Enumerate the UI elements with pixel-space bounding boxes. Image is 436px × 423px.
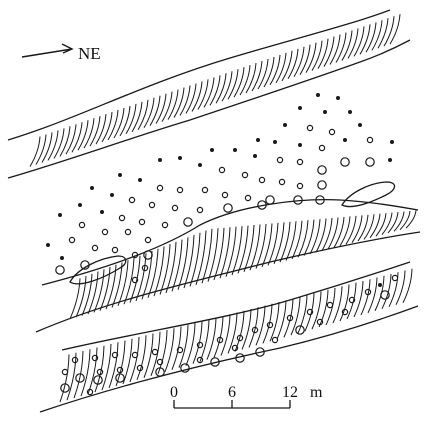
- pebble: [199, 164, 202, 167]
- pebble: [112, 247, 117, 252]
- pebble: [129, 197, 134, 202]
- pebble: [72, 357, 77, 362]
- pebble: [219, 167, 224, 172]
- pebble: [102, 229, 107, 234]
- pebble: [242, 172, 247, 177]
- north-arrow-label: NE: [78, 44, 101, 63]
- pebble: [274, 141, 277, 144]
- clast-lens-right: [342, 182, 395, 207]
- pebble: [392, 275, 397, 280]
- pebble: [299, 107, 302, 110]
- upper-band-bottom-boundary: [8, 40, 410, 178]
- pebble: [318, 181, 326, 189]
- pebble: [349, 111, 352, 114]
- pebble: [254, 155, 257, 158]
- pebble: [149, 202, 154, 207]
- pebble: [87, 389, 92, 394]
- scale-unit: m: [310, 384, 323, 401]
- pebble: [56, 266, 64, 274]
- pebble: [344, 139, 347, 142]
- pebble: [69, 237, 74, 242]
- pebble: [62, 369, 67, 374]
- pebble: [367, 137, 372, 142]
- upper-band-hatching: [30, 14, 400, 166]
- pebble: [266, 196, 274, 204]
- pebble: [159, 159, 162, 162]
- pebble: [92, 245, 97, 250]
- pebble: [317, 94, 320, 97]
- pebble: [79, 222, 84, 227]
- pebble: [202, 187, 207, 192]
- scale-tick-0: 0: [170, 384, 178, 401]
- pebble: [277, 157, 282, 162]
- hatch-stroke: [60, 355, 69, 403]
- scale-bar: 0 6 12 m: [170, 384, 323, 408]
- pebble: [327, 302, 332, 307]
- pebble: [139, 219, 144, 224]
- pebble: [234, 149, 237, 152]
- pebble: [297, 183, 302, 188]
- clast-lens-left: [70, 256, 126, 284]
- pebble: [391, 141, 394, 144]
- pebble: [144, 251, 152, 259]
- pebble: [197, 207, 202, 212]
- hatch-stroke: [30, 137, 40, 167]
- pebble: [139, 179, 142, 182]
- pebble: [91, 187, 94, 190]
- pebble: [341, 158, 349, 166]
- pebble: [329, 129, 334, 134]
- pebble: [47, 244, 50, 247]
- pebble: [324, 111, 327, 114]
- pebble: [162, 222, 167, 227]
- pebble: [177, 187, 182, 192]
- pebble: [181, 364, 189, 372]
- pebble: [184, 218, 192, 226]
- pebble: [379, 284, 382, 287]
- pebble: [299, 144, 302, 147]
- upper-hatched-band: [8, 10, 410, 178]
- pebble: [284, 124, 287, 127]
- pebble: [101, 211, 104, 214]
- middle-band-hatching: [70, 210, 416, 318]
- pebble: [359, 124, 362, 127]
- pebble: [318, 166, 326, 174]
- pebble: [245, 195, 250, 200]
- pebble: [366, 158, 374, 166]
- pebble: [197, 357, 202, 362]
- pebble: [119, 174, 122, 177]
- pebble: [337, 97, 340, 100]
- pebble: [211, 149, 214, 152]
- upper-band-top-boundary: [8, 10, 390, 140]
- pebble: [197, 342, 202, 347]
- pebble: [172, 205, 177, 210]
- pebble: [61, 257, 64, 260]
- pebble: [111, 194, 114, 197]
- lower-band-bottom-boundary: [62, 262, 410, 350]
- pebble: [297, 159, 302, 164]
- pebble: [125, 229, 130, 234]
- pebble: [272, 337, 277, 342]
- pebble: [257, 139, 260, 142]
- pebble: [279, 179, 284, 184]
- pebble: [319, 145, 324, 150]
- pebble: [259, 177, 264, 182]
- scale-tick-6: 6: [228, 384, 236, 401]
- pebble: [179, 157, 182, 160]
- pebble: [79, 204, 82, 207]
- pebble: [224, 204, 232, 212]
- pebble: [222, 192, 227, 197]
- pebble: [157, 185, 162, 190]
- pebble: [59, 214, 62, 217]
- north-arrow: NE: [22, 44, 101, 63]
- pebble: [389, 159, 392, 162]
- pebble: [152, 349, 157, 354]
- pebble: [145, 237, 150, 242]
- scale-tick-12: 12: [282, 384, 298, 401]
- pebble: [119, 215, 124, 220]
- pebble: [307, 125, 312, 130]
